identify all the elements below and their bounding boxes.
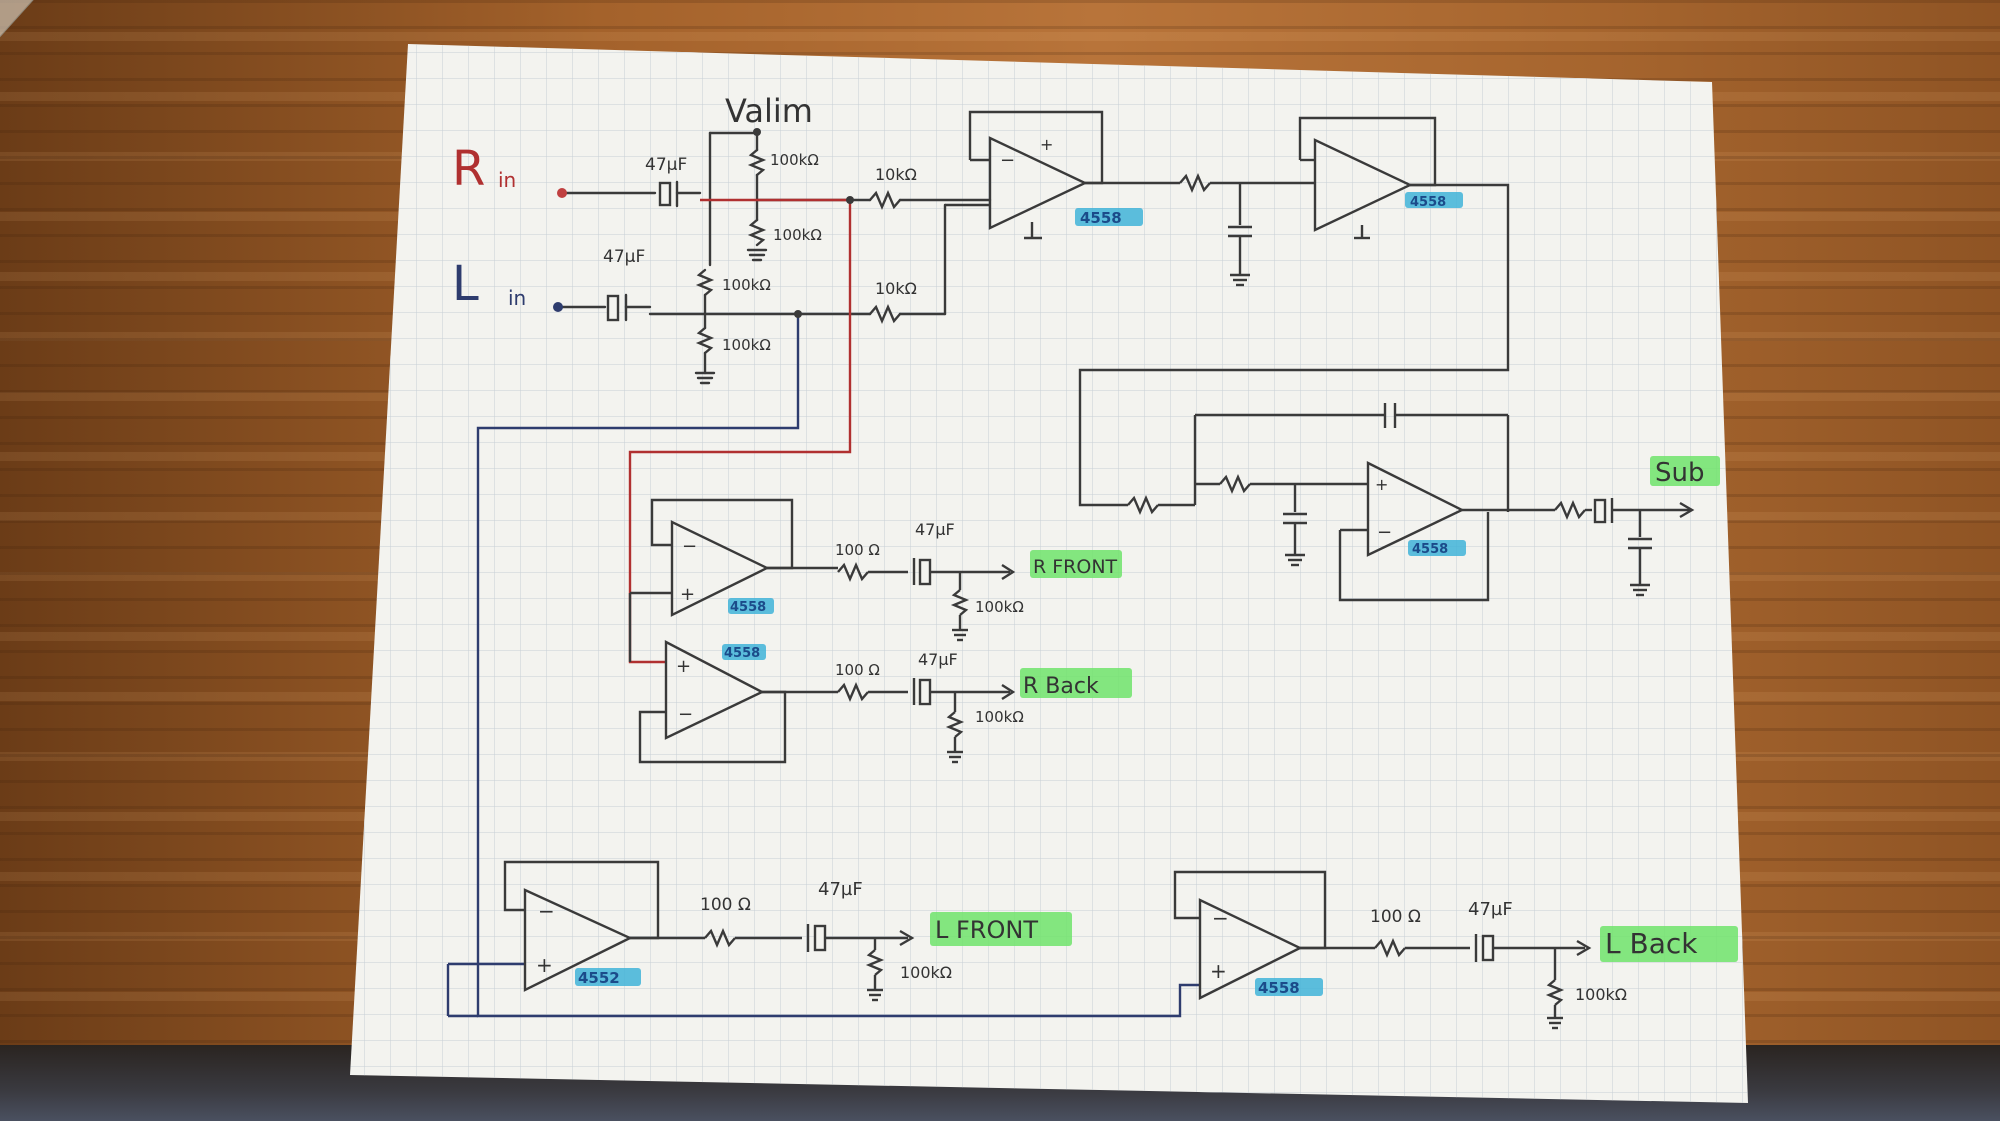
res-label-10k-l: 10kΩ (875, 279, 917, 298)
res-label-100k-lb: 100kΩ (1575, 985, 1627, 1004)
cap-label-rb: 47µF (918, 650, 958, 669)
lf-plus: + (536, 953, 553, 977)
r-front-stage (630, 498, 1016, 642)
r-back-stage (628, 593, 1016, 764)
opamp-code-lb: 4558 (1258, 979, 1300, 997)
input-section (556, 130, 992, 385)
lb-plus: + (1210, 959, 1227, 983)
r-input-letter: R (452, 141, 485, 197)
l-input-sub: in (508, 286, 526, 310)
output-label-l-front: L FRONT (935, 916, 1038, 944)
res-label-bias-top: 100kΩ (770, 151, 819, 169)
labels: R in L in Valim 47µF 47µF 100kΩ 100kΩ 10… (452, 92, 1705, 1004)
buffer-opamp-top (1078, 116, 1510, 507)
r-input-sub: in (498, 168, 516, 192)
output-label-r-front: R FRONT (1033, 556, 1118, 578)
res-label-bias-mid: 100kΩ (773, 226, 822, 244)
res-label-100k-rf: 100kΩ (975, 598, 1024, 616)
res-label-100-lb: 100 Ω (1370, 907, 1421, 927)
opamp-code-mixer: 4558 (1080, 209, 1122, 227)
cap-label-r-in: 47µF (645, 155, 687, 175)
res-label-100k-rb: 100kΩ (975, 708, 1024, 726)
res-label-100k-lf: 100kΩ (900, 963, 952, 982)
supply-label: Valim (725, 92, 813, 130)
l-back-stage (1173, 870, 1592, 1030)
sub-minus: − (1377, 522, 1392, 543)
output-label-r-back: R Back (1023, 674, 1099, 699)
res-label-100-lf: 100 Ω (700, 895, 751, 915)
cap-label-lf: 47µF (818, 879, 863, 900)
rb-plus: + (676, 656, 691, 677)
output-label-sub: Sub (1655, 458, 1705, 488)
opamp-code-sub: 4558 (1412, 542, 1448, 557)
rf-plus: + (680, 584, 695, 605)
opamp-code-buffer: 4558 (1410, 195, 1446, 210)
output-label-l-back: L Back (1605, 927, 1698, 960)
cap-label-lb: 47µF (1468, 899, 1513, 920)
sub-filter (1127, 403, 1695, 602)
opamp-code-lf: 4552 (578, 969, 620, 987)
mixer-opamp (945, 110, 1315, 287)
res-label-10k-r: 10kΩ (875, 165, 917, 184)
output-highlights (930, 456, 1738, 962)
res-label-bias-l-top: 100kΩ (722, 276, 771, 294)
l-input-letter: L (452, 256, 479, 312)
opamp-code-rf: 4558 (730, 600, 766, 615)
rf-minus: − (682, 536, 697, 557)
lb-minus: − (1212, 906, 1229, 930)
res-label-100-rf: 100 Ω (835, 541, 880, 559)
cap-label-l-in: 47µF (603, 247, 645, 267)
red-wire (628, 198, 852, 664)
rb-minus: − (678, 704, 693, 725)
cap-label-rf: 47µF (915, 520, 955, 539)
mixer-plus: + (1040, 135, 1053, 154)
opamp-code-rb: 4558 (724, 646, 760, 661)
junction-dots (553, 128, 854, 318)
res-label-100-rb: 100 Ω (835, 661, 880, 679)
sub-plus: + (1375, 475, 1388, 494)
blue-wire (446, 314, 1200, 1018)
l-front-stage (503, 860, 915, 1002)
ic-code-highlights (575, 192, 1466, 996)
mixer-minus: − (1000, 150, 1015, 171)
res-label-bias-l-bot: 100kΩ (722, 336, 771, 354)
lf-minus: − (538, 899, 555, 923)
